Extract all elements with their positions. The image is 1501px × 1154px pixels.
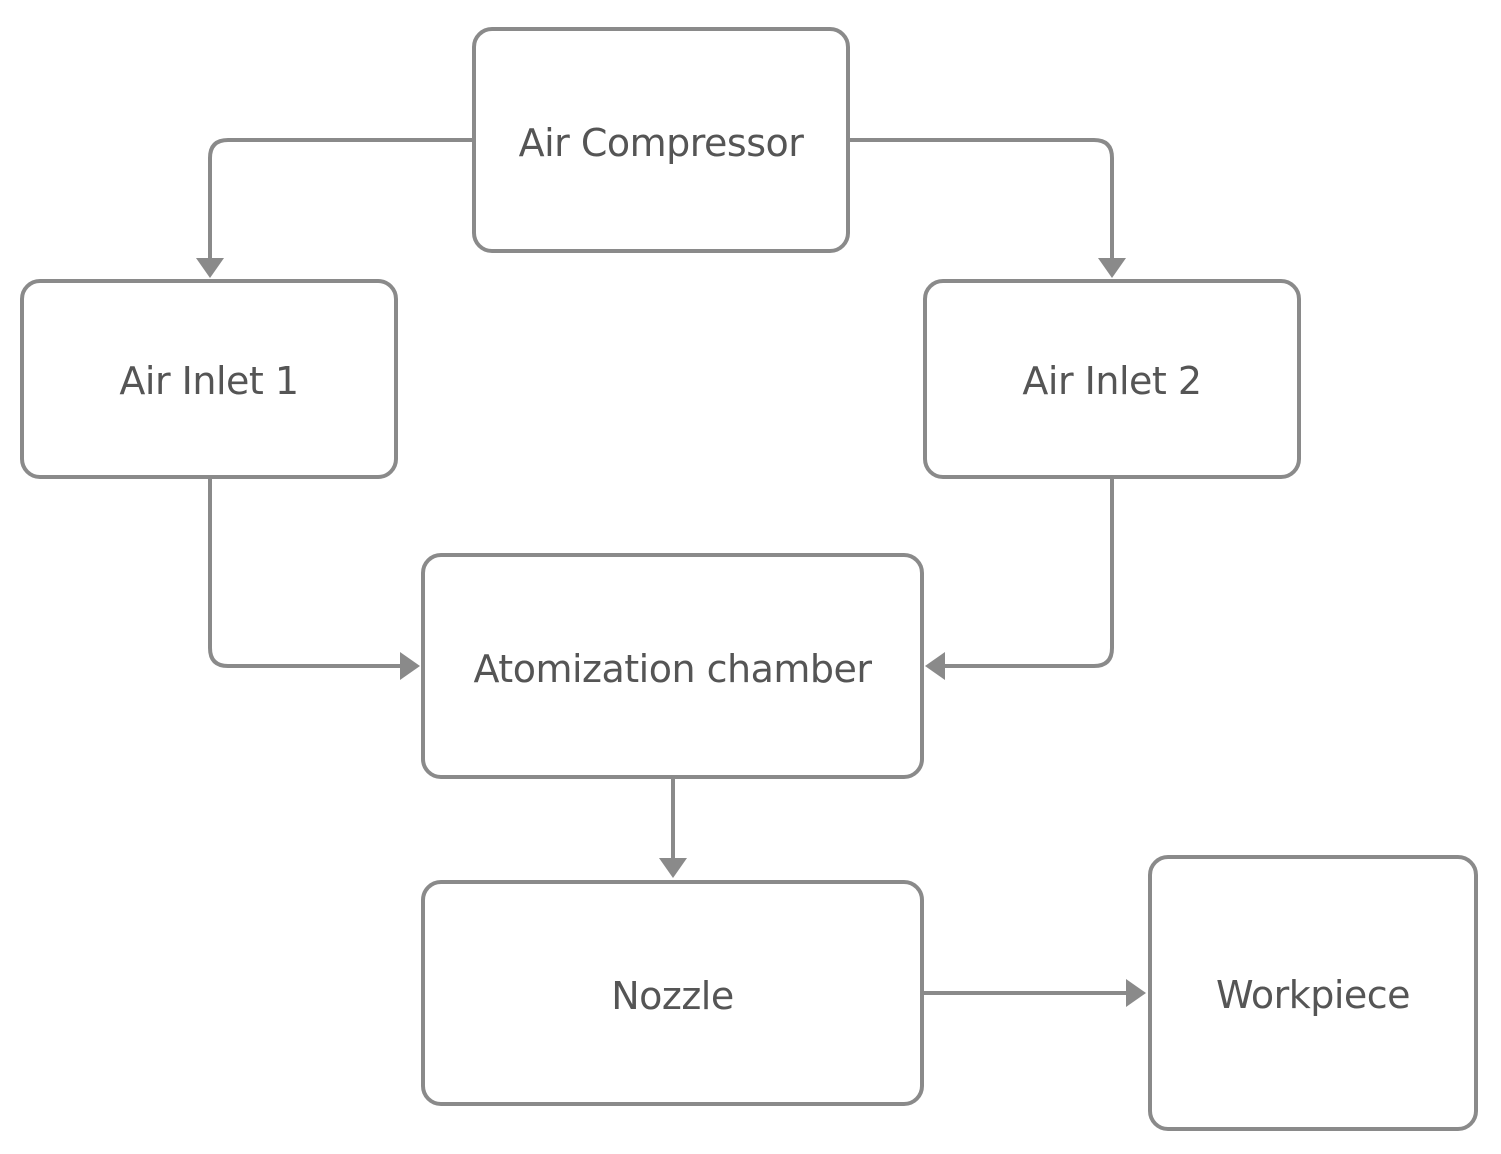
- node-label: Air Compressor: [518, 121, 804, 165]
- arrowhead-chamber-left: [400, 652, 420, 680]
- arrowhead-inlet-2: [1098, 258, 1126, 278]
- arrowhead-chamber-right: [925, 652, 945, 680]
- node-label: Air Inlet 1: [119, 359, 299, 403]
- node-label: Atomization chamber: [473, 647, 872, 691]
- node-atomization-chamber: Atomization chamber: [421, 553, 924, 779]
- edge-inlet-1-to-chamber: [208, 477, 402, 668]
- node-air-inlet-1: Air Inlet 1: [20, 279, 398, 479]
- edge-compressor-to-inlet-2: [848, 138, 1114, 260]
- node-nozzle: Nozzle: [421, 880, 924, 1106]
- edge-compressor-to-inlet-1: [208, 138, 474, 260]
- arrowhead-workpiece: [1126, 979, 1146, 1007]
- arrowhead-inlet-1: [196, 258, 224, 278]
- node-label: Nozzle: [611, 974, 734, 1018]
- arrowhead-nozzle: [659, 858, 687, 878]
- node-air-inlet-2: Air Inlet 2: [923, 279, 1301, 479]
- node-label: Air Inlet 2: [1022, 359, 1202, 403]
- edge-inlet-2-to-chamber: [943, 477, 1114, 668]
- node-workpiece: Workpiece: [1148, 855, 1478, 1131]
- node-air-compressor: Air Compressor: [472, 27, 850, 253]
- node-label: Workpiece: [1215, 973, 1411, 1017]
